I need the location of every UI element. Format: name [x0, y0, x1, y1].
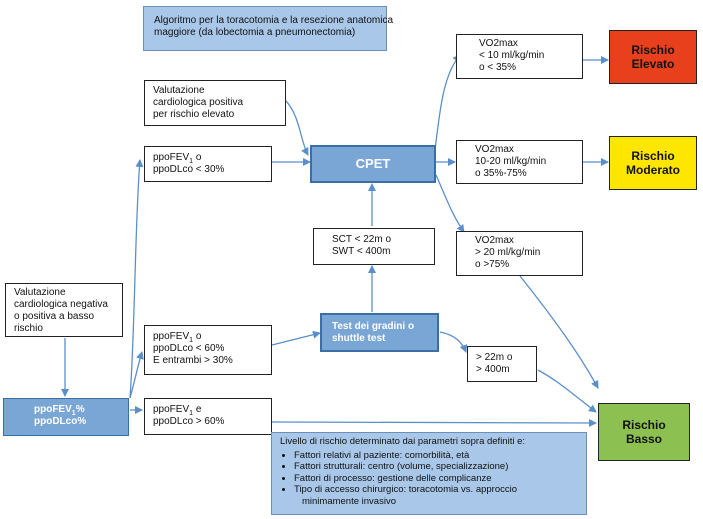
cpet-box: CPET	[310, 145, 436, 183]
arrow-cpet-to-vo2high	[434, 54, 461, 151]
factors-box: Livello di rischio determinato dai param…	[271, 432, 587, 515]
negative-eval-line: o positiva a basso	[14, 311, 95, 322]
branch-low-line-1: ppoFEV1 e	[153, 404, 202, 417]
vo2-mid-line-3: o 35%-75%	[475, 168, 527, 179]
vo2-high-line-1: VO2max	[479, 38, 518, 49]
vo2-low-line-2: > 20 ml/kg/min	[475, 247, 541, 258]
vo2-mid-box: VO2max 10-20 ml/kg/min o 35%-75%	[456, 140, 583, 184]
negative-eval-line: Valutazione	[14, 287, 66, 298]
start-line-2: ppoDLco%	[34, 416, 87, 427]
negative-eval-line: rischio	[14, 323, 43, 334]
negative-eval-line: cardiologica negativa	[14, 299, 108, 310]
factor-item: Tipo di accesso chirurgico: toracotomia …	[294, 484, 578, 496]
arrow-positive-to-cpet	[284, 99, 309, 156]
vo2-high-box: VO2max < 10 ml/kg/min o < 35%	[456, 34, 583, 79]
branch-mid-line-1: ppoFEV1 o	[153, 331, 202, 344]
walk-ok-line-2: > 400m	[476, 364, 510, 375]
arrow-low-to-risklow	[271, 418, 597, 427]
vo2-low-line-1: VO2max	[475, 235, 514, 246]
vo2-low-line-3: o >75%	[475, 259, 510, 270]
factor-item: Fattori di processo: gestione delle comp…	[294, 473, 578, 485]
title-line-2: maggiore (da lobectomia a pneumonectomia…	[154, 27, 356, 38]
vo2-high-line-2: < 10 ml/kg/min	[479, 50, 545, 61]
factors-list: Fattori relativi al paziente: comorbilit…	[280, 450, 578, 496]
branch-high-box: ppoFEV1 o ppoDLco < 30%	[144, 146, 272, 182]
stair-test-box: Test dei gradini o shuttle test	[320, 313, 439, 352]
branch-low-line-2: ppoDLco > 60%	[153, 416, 225, 427]
risk-low-box: Rischio Basso	[598, 403, 690, 461]
risk-moderate-line-1: Rischio	[631, 149, 675, 163]
vo2-high-line-3: o < 35%	[479, 62, 516, 73]
sct-line-1: SCT < 22m o	[332, 234, 392, 245]
arrow-start-to-high	[129, 159, 144, 399]
risk-high-line-2: Elevato	[631, 57, 675, 71]
stair-test-line-2: shuttle test	[332, 333, 386, 344]
sct-swt-box: SCT < 22m o SWT < 400m	[313, 228, 435, 265]
factors-heading: Livello di rischio determinato dai param…	[280, 436, 526, 447]
branch-high-line-2: ppoDLco < 30%	[153, 164, 225, 175]
walk-ok-box: > 22m o > 400m	[467, 346, 537, 382]
vo2-mid-line-1: VO2max	[475, 144, 514, 155]
risk-low-line-2: Basso	[625, 432, 663, 446]
walk-ok-line-1: > 22m o	[476, 352, 513, 363]
branch-mid-line-2: ppoDLco < 60%	[153, 343, 225, 354]
arrow-walk-to-risklow	[537, 369, 597, 413]
stair-test-line-1: Test dei gradini o	[332, 321, 415, 332]
positive-eval-line: per rischio elevato	[153, 109, 235, 120]
factors-last-line: minimamente invasivo	[302, 495, 396, 507]
branch-mid-box: ppoFEV1 o ppoDLco < 60% E entrambi > 30%	[144, 325, 272, 375]
title-line-1: Algoritmo per la toracotomia e la resezi…	[154, 15, 394, 26]
factor-item: Fattori strutturali: centro (volume, spe…	[294, 461, 578, 473]
positive-eval-line: Valutazione	[153, 85, 205, 96]
risk-high-line-1: Rischio	[631, 43, 675, 57]
positive-eval-line: cardiologica positiva	[153, 97, 244, 108]
arrow-cpet-to-vo2low	[435, 174, 465, 233]
branch-mid-line-3: E entrambi > 30%	[153, 355, 233, 366]
branch-high-line-1: ppoFEV1 o	[153, 152, 202, 165]
positive-cardio-eval-box: Valutazione cardiologica positiva per ri…	[144, 80, 286, 126]
start-ppofev-box: ppoFEV1% ppoDLco%	[3, 398, 129, 436]
branch-low-box: ppoFEV1 e ppoDLco > 60%	[144, 398, 272, 435]
arrow-start-to-mid	[129, 351, 144, 399]
risk-high-box: Rischio Elevato	[609, 30, 697, 84]
start-line-1: ppoFEV1%	[34, 404, 85, 417]
risk-low-line-1: Rischio	[622, 418, 666, 432]
title-box: Algoritmo per la toracotomia e la resezi…	[143, 6, 394, 51]
risk-moderate-box: Rischio Moderato	[609, 136, 697, 190]
arrow-stair-to-walk	[439, 331, 468, 353]
risk-moderate-line-2: Moderato	[626, 163, 680, 177]
vo2-low-box: VO2max > 20 ml/kg/min o >75%	[456, 231, 583, 276]
negative-cardio-eval-box: Valutazione cardiologica negativa o posi…	[5, 283, 123, 337]
sct-line-2: SWT < 400m	[332, 246, 391, 257]
arrow-vo2low-to-risklow	[519, 275, 599, 389]
factor-item: Fattori relativi al paziente: comorbilit…	[294, 450, 578, 462]
arrow-mid-to-stair	[271, 330, 321, 346]
vo2-mid-line-2: 10-20 ml/kg/min	[475, 156, 547, 167]
cpet-label: CPET	[355, 156, 391, 171]
